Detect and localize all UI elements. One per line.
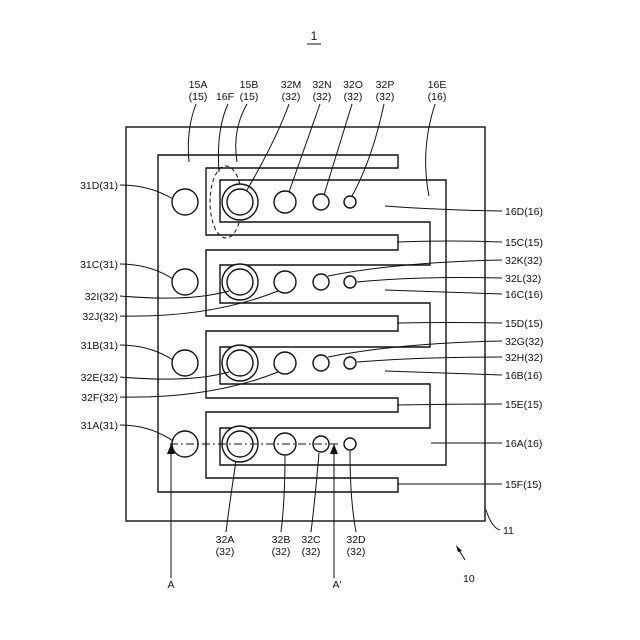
figure-ref: 1 [311,29,318,43]
label-32N: 32N [312,79,331,91]
label-15B-group: (15) [240,91,259,103]
label-32L: 32L(32) [505,273,541,285]
label-15A: 15A [189,79,208,91]
leader-15B [236,104,247,162]
label-15D: 15D(15) [505,318,543,330]
bottom-labels: 32A (32) 32B (32) 32C (32) 32D (32) [216,534,366,558]
electrode-31B [172,350,198,376]
top-leaders [188,104,435,196]
label-32P-group: (32) [376,91,395,103]
label-15F: 15F(15) [505,479,542,491]
electrode-32H [344,357,356,369]
electrode-32L [344,276,356,288]
label-32G: 32G(32) [505,336,544,348]
leader-32K [328,260,502,276]
leader-11 [486,510,500,530]
leader-32O [324,104,352,195]
leader-32E [120,372,229,379]
label-32C-group: (32) [302,546,321,558]
leader-31A [120,425,173,441]
leader-16E [426,104,435,196]
leader-32H [357,357,502,362]
label-32D: 32D [346,534,366,546]
left-labels: 31D(31) 31C(31) 32I(32) 32J(32) 31B(31) … [80,180,118,432]
electrode-32J [274,271,296,293]
leader-31B [120,345,173,360]
label-32E: 32E(32) [81,372,118,384]
label-11: 11 [503,525,514,537]
label-32K: 32K(32) [505,255,542,267]
label-32N-group: (32) [313,91,332,103]
section-a-label: A [167,579,174,591]
label-31C: 31C(31) [80,259,118,271]
electrode-32G [313,355,329,371]
leader-31C [120,264,173,279]
leader-15A [188,104,196,162]
label-32F: 32F(32) [81,392,118,404]
label-32H: 32H(32) [505,352,543,364]
leader-32L [357,278,502,283]
label-32O-group: (32) [344,91,363,103]
top-labels: 15A (15) 16F 15B (15) 32M (32) 32N (32) … [189,79,447,103]
label-31D: 31D(31) [80,180,118,192]
electrode-32D [344,438,356,450]
leader-32N [289,104,320,192]
electrode-32O [313,194,329,210]
label-10: 10 [463,573,475,585]
leader-32M [247,104,289,190]
label-31B: 31B(31) [81,340,118,352]
label-16A: 16A(16) [505,438,542,450]
electrode-32M [227,189,253,215]
label-16F: 16F [216,91,234,103]
leader-15C [397,241,502,242]
label-32M-group: (32) [282,91,301,103]
label-31A: 31A(31) [81,420,118,432]
electrode-32P [344,196,356,208]
label-32A: 32A [216,534,235,546]
section-a-prime-arrow [330,444,338,454]
label-32I: 32I(32) [85,291,118,303]
label-16C: 16C(16) [505,289,543,301]
label-15B: 15B [240,79,259,91]
electrode-31D [172,189,198,215]
right-labels: 16D(16) 15C(15) 32K(32) 32L(32) 16C(16) … [505,206,544,491]
leader-15E [397,404,502,405]
label-32D-group: (32) [347,546,366,558]
leader-32G [328,341,502,357]
leader-32P [352,104,384,196]
leader-16F [218,104,228,172]
leader-15D [397,323,502,324]
label-32O: 32O [343,79,363,91]
substrate-outline [126,127,485,521]
label-15E: 15E(15) [505,399,542,411]
electrode-31C [172,269,198,295]
label-32M: 32M [281,79,301,91]
leader-32I [120,291,229,298]
label-16E: 16E [428,79,447,91]
electrode-32F [274,352,296,374]
label-32P: 32P [376,79,395,91]
label-15A-group: (15) [189,91,208,103]
section-a-prime-label: A' [332,579,341,591]
label-15C: 15C(15) [505,237,543,249]
label-32B-group: (32) [272,546,291,558]
arrow-10 [456,545,462,552]
leader-31D [120,185,173,199]
electrode-32N [274,191,296,213]
left-leaders [120,185,278,441]
electrode-32I [227,269,253,295]
label-16D: 16D(16) [505,206,543,218]
electrode-32K [313,274,329,290]
electrode-32E [227,350,253,376]
label-16B: 16B(16) [505,370,542,382]
label-32A-group: (32) [216,546,235,558]
label-32B: 32B [272,534,291,546]
label-16E-group: (16) [428,91,447,103]
label-32C: 32C [301,534,321,546]
label-32J: 32J(32) [82,311,118,323]
